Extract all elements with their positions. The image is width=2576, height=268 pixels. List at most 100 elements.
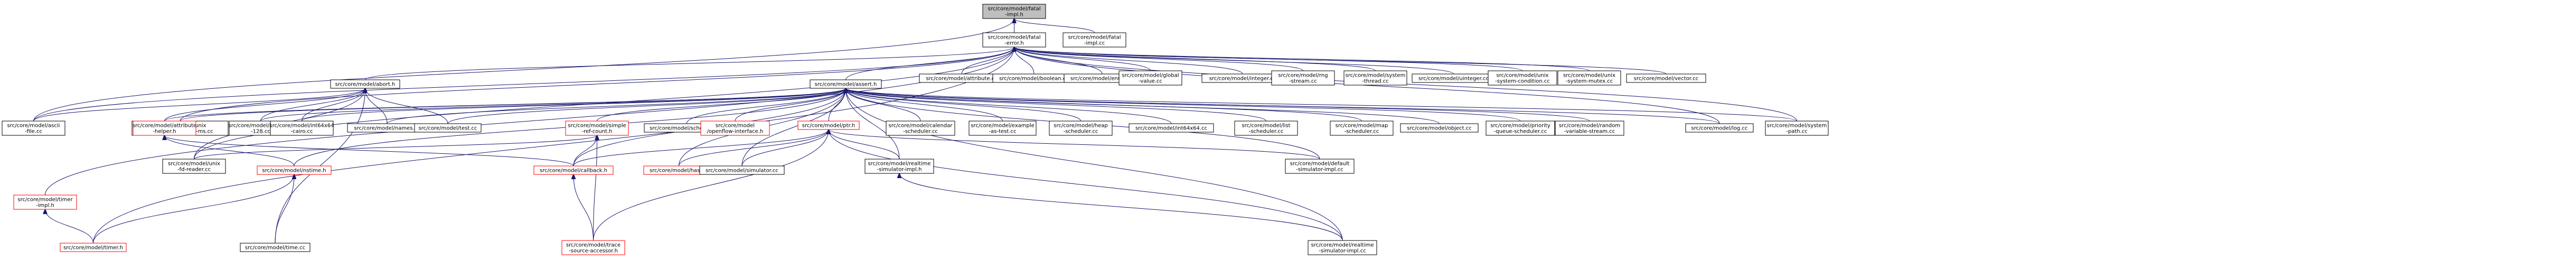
node-box bbox=[13, 195, 77, 210]
node-label-line: src/core/model/unix bbox=[168, 161, 220, 167]
node-label-line: src/core/model/unix bbox=[1497, 73, 1549, 79]
edge-calendar_scheduler_cc-to-assert_h bbox=[846, 88, 921, 122]
node-assert-h[interactable]: src/core/model/assert.h bbox=[810, 79, 882, 89]
node-box bbox=[162, 159, 226, 174]
edge-ascii_file_cc-to-abort_h bbox=[33, 88, 365, 122]
node-default-sim-impl-cc[interactable]: src/core/model/default-simulator-impl.cc bbox=[1285, 159, 1355, 174]
node-integer-cc[interactable]: src/core/model/integer.cc bbox=[1201, 73, 1284, 83]
node-timer-h[interactable]: src/core/model/timer.h bbox=[60, 243, 127, 252]
node-label-line: src/core/model/hash.h bbox=[650, 168, 708, 174]
node-label-line: src/core/model/time.cc bbox=[245, 245, 305, 251]
edge-attribute_helper_h-to-assert_h bbox=[164, 88, 846, 122]
node-abort-h[interactable]: src/core/model/abort.h bbox=[330, 79, 400, 89]
node-boolean-cc[interactable]: src/core/model/boolean.cc bbox=[992, 73, 1076, 83]
node-heap-scheduler-cc[interactable]: src/core/model/heap-scheduler.cc bbox=[1049, 121, 1113, 136]
node-label-line: src/core/model/system bbox=[1767, 123, 1827, 129]
node-trace-source-accessor-h[interactable]: src/core/model/trace-source-accessor.h bbox=[561, 240, 625, 255]
edge-int64x64_cairo_cc-to-abort_h bbox=[302, 88, 365, 122]
node-realtime-sim-impl-cc[interactable]: src/core/model/realtime-simulator-impl.c… bbox=[1308, 240, 1377, 255]
node-random-variable-stream-cc[interactable]: src/core/model/random-variable-stream.cc bbox=[1555, 121, 1624, 136]
node-rng-stream-cc[interactable]: src/core/model/rng-stream.cc bbox=[1271, 70, 1335, 86]
node-global-value-cc[interactable]: src/core/model/global-value.cc bbox=[1118, 70, 1182, 86]
node-system-path-cc[interactable]: src/core/model/system-path.cc bbox=[1765, 121, 1829, 136]
node-example-as-test-cc[interactable]: src/core/model/example-as-test.cc bbox=[969, 121, 1037, 136]
node-label-line: src/core/model/system bbox=[1346, 73, 1406, 79]
node-label-line: src/core/model bbox=[716, 123, 755, 129]
node-simulator-cc[interactable]: src/core/model/simulator.cc bbox=[699, 165, 785, 175]
node-system-thread-cc[interactable]: src/core/model/system-thread.cc bbox=[1343, 70, 1407, 86]
node-label-line: -helper.h bbox=[153, 129, 176, 135]
node-box bbox=[1400, 123, 1479, 133]
edge-test_cc-to-abort_h bbox=[365, 88, 448, 124]
node-realtime-sim-impl-h[interactable]: src/core/model/realtime-simulator-impl.h bbox=[864, 159, 934, 174]
edge-system_path_cc-to-assert_h bbox=[846, 88, 1797, 122]
node-label-line: -error.h bbox=[1004, 41, 1023, 47]
node-box bbox=[1626, 73, 1706, 83]
edge-int64x64_128_cc-to-assert_h bbox=[260, 88, 846, 122]
node-label-line: src/core/model/priority bbox=[1490, 123, 1550, 129]
edge-ascii_file_cc-to-fatal_impl_h bbox=[33, 19, 1014, 122]
edge-object_cc-to-assert_h bbox=[846, 88, 1440, 124]
node-calendar-scheduler-cc[interactable]: src/core/model/calendar-scheduler.cc bbox=[886, 121, 955, 136]
edge-timer_h-to-fatal_error_h bbox=[93, 47, 1014, 244]
node-label-line: src/core/model/nstime.h bbox=[262, 168, 326, 174]
edge-realtime_sim_impl_h-to-assert_h bbox=[846, 88, 900, 160]
node-priority-queue-cc[interactable]: src/core/model/priority-queue-scheduler.… bbox=[1486, 121, 1555, 136]
node-callback-h[interactable]: src/core/model/callback.h bbox=[533, 165, 614, 175]
edge-uinteger_cc-to-fatal_error_h bbox=[1014, 47, 1454, 75]
node-label-line: src/core/model/fatal bbox=[988, 6, 1041, 12]
node-simple-ref-count-h[interactable]: src/core/model/simple-ref-count.h bbox=[565, 121, 629, 136]
node-label-line: -fd-reader.cc bbox=[177, 167, 211, 173]
node-label-line: src/core/model/log.cc bbox=[1691, 126, 1748, 132]
edge-example_as_test_cc-to-assert_h bbox=[846, 88, 1003, 122]
dependency-edges bbox=[33, 19, 1797, 244]
node-int64x64-cc[interactable]: src/core/model/int64x64.cc bbox=[1129, 123, 1214, 133]
node-timer-impl-h[interactable]: src/core/model/timer-impl.h bbox=[13, 195, 77, 210]
edge-unix_mutex_cc-to-fatal_error_h bbox=[1014, 47, 1590, 71]
node-box bbox=[240, 243, 311, 252]
node-label-line: src/core/model/assert.h bbox=[815, 82, 877, 88]
node-label-line: -impl.cc bbox=[1084, 41, 1105, 47]
node-nstime-h[interactable]: src/core/model/nstime.h bbox=[257, 165, 332, 175]
node-label-line: src/core/model/attribute.cc bbox=[926, 76, 997, 82]
node-test-cc[interactable]: src/core/model/test.cc bbox=[414, 123, 482, 133]
edge-vector_cc-to-fatal_error_h bbox=[1014, 47, 1667, 75]
node-label-line: -file.cc bbox=[25, 129, 42, 135]
node-label-line: src/core/model/ptr.h bbox=[802, 123, 855, 129]
edge-simple_ref_count_h-to-assert_h bbox=[597, 88, 846, 122]
node-label-line: -as-test.cc bbox=[989, 129, 1017, 135]
node-ptr-h[interactable]: src/core/model/ptr.h bbox=[797, 121, 860, 130]
node-unix-mutex-cc[interactable]: src/core/model/unix-system-mutex.cc bbox=[1557, 70, 1621, 86]
node-label-line: src/core/model/unix bbox=[1563, 73, 1615, 79]
node-label-line: -scheduler.cc bbox=[1345, 129, 1379, 135]
node-ascii-file-cc[interactable]: src/core/model/ascii-file.cc bbox=[2, 121, 65, 136]
node-openflow-interface-h[interactable]: src/core/model/openflow-interface.h bbox=[700, 121, 770, 136]
edge-callback_h-to-ptr_h bbox=[573, 130, 829, 167]
node-vector-cc[interactable]: src/core/model/vector.cc bbox=[1626, 73, 1706, 83]
node-list-scheduler-cc[interactable]: src/core/model/list-scheduler.cc bbox=[1234, 121, 1298, 136]
node-fatal-impl-cc[interactable]: src/core/model/fatal-impl.cc bbox=[1063, 32, 1126, 48]
node-map-scheduler-cc[interactable]: src/core/model/map-scheduler.cc bbox=[1330, 121, 1394, 136]
node-uinteger-cc[interactable]: src/core/model/uinteger.cc bbox=[1412, 73, 1496, 83]
node-label-line: src/core/model/default bbox=[1290, 161, 1350, 167]
node-unix-fd-reader-cc[interactable]: src/core/model/unix-fd-reader.cc bbox=[162, 159, 226, 174]
node-label-line: -system-mutex.cc bbox=[1566, 79, 1613, 85]
node-fatal-error-h[interactable]: src/core/model/fatal-error.h bbox=[982, 32, 1046, 48]
node-time-cc[interactable]: src/core/model/time.cc bbox=[240, 243, 311, 252]
edge-timer_h-to-nstime_h bbox=[93, 174, 295, 244]
node-attribute-helper-h[interactable]: src/core/model/attribute-helper.h bbox=[133, 121, 196, 136]
node-label-line: -128.cc bbox=[251, 129, 270, 135]
edge-int64x64_cairo_cc-to-assert_h bbox=[302, 88, 846, 122]
node-box bbox=[1765, 121, 1829, 136]
node-object-cc[interactable]: src/core/model/object.cc bbox=[1400, 123, 1479, 133]
node-int64x64-cairo-cc[interactable]: src/core/model/int64x64-cairo.cc bbox=[270, 121, 334, 136]
edge-hash_h-to-ptr_h bbox=[679, 130, 829, 167]
edge-heap_scheduler_cc-to-assert_h bbox=[846, 88, 1081, 122]
node-label-line: src/core/model/global bbox=[1122, 73, 1179, 79]
node-attribute-cc[interactable]: src/core/model/attribute.cc bbox=[919, 73, 1004, 83]
node-box bbox=[1285, 159, 1355, 174]
node-unix-cond-cc[interactable]: src/core/model/unix-system-condition.cc bbox=[1488, 70, 1557, 86]
node-box bbox=[330, 79, 400, 89]
node-box bbox=[2, 121, 65, 136]
node-log-cc[interactable]: src/core/model/log.cc bbox=[1685, 123, 1754, 133]
